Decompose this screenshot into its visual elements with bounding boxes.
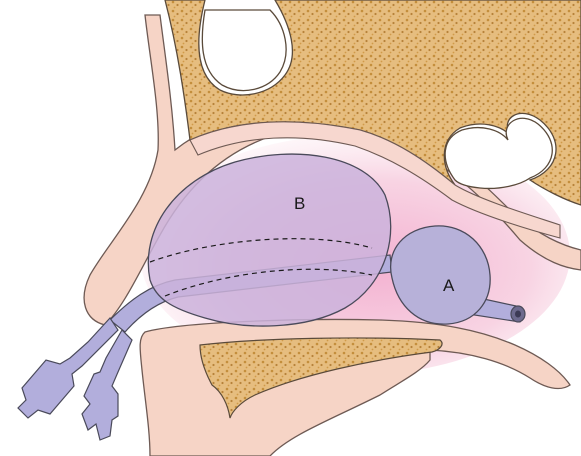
- balloon-b-label: B: [294, 195, 305, 212]
- balloon-a-label: A: [443, 277, 454, 294]
